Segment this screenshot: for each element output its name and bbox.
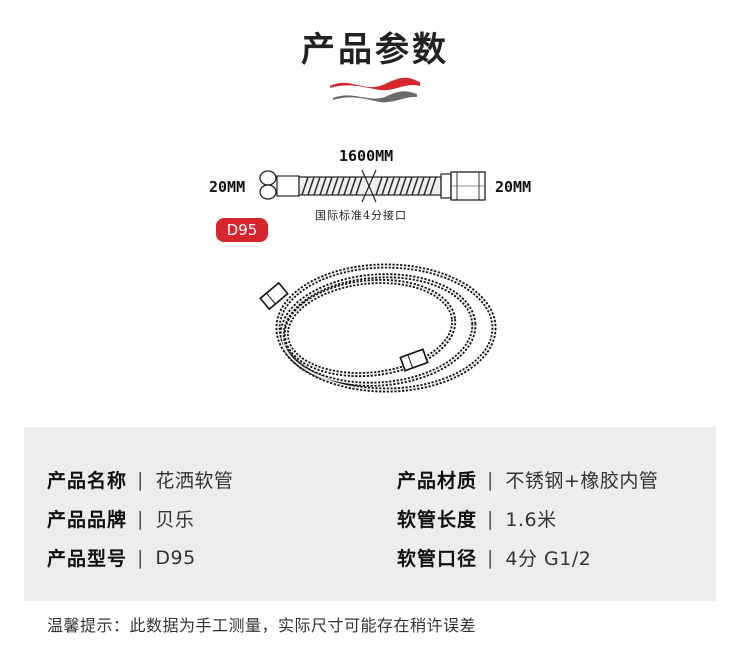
- spec-row-material: 产品材质 | 不锈钢+橡胶内管: [397, 460, 658, 499]
- spec-key: 软管长度: [397, 509, 478, 531]
- spec-separator: |: [137, 507, 144, 530]
- hose-dimension-diagram: 1600MM 20MM 20MM: [190, 140, 570, 260]
- spec-value: 不锈钢+橡胶内管: [505, 470, 659, 492]
- spec-value: D95: [155, 546, 196, 569]
- hose-length-label: 1600MM: [339, 147, 394, 165]
- spec-value: 贝乐: [155, 509, 195, 531]
- spec-key: 软管口径: [397, 548, 478, 570]
- straight-hose-drawing: [259, 169, 486, 203]
- spec-separator: |: [487, 468, 494, 491]
- left-end-label: 20MM: [209, 178, 246, 196]
- model-badge: D95: [216, 218, 268, 242]
- spec-key: 产品名称: [47, 470, 128, 492]
- spec-value: 1.6米: [505, 509, 557, 531]
- coiled-hose-image: [259, 263, 497, 393]
- spec-row-model: 产品型号 | D95: [47, 538, 233, 577]
- spec-value: 4分 G1/2: [505, 548, 592, 570]
- spec-value: 花洒软管: [155, 470, 234, 492]
- right-end-label: 20MM: [495, 178, 532, 196]
- spec-row-hose-caliber: 软管口径 | 4分 G1/2: [397, 538, 658, 577]
- spec-row-product-name: 产品名称 | 花洒软管: [47, 460, 233, 499]
- spec-key: 产品品牌: [47, 509, 128, 531]
- spec-separator: |: [137, 546, 144, 569]
- spec-separator: |: [137, 468, 144, 491]
- spec-column-left: 产品名称 | 花洒软管 产品品牌 | 贝乐 产品型号 | D95: [47, 460, 233, 577]
- spec-row-brand: 产品品牌 | 贝乐: [47, 499, 233, 538]
- spec-row-hose-length: 软管长度 | 1.6米: [397, 499, 658, 538]
- spec-separator: |: [487, 507, 494, 530]
- measurement-disclaimer: 温馨提示：此数据为手工测量，实际尺寸可能存在稍许误差: [47, 616, 477, 635]
- interface-note: 国际标准4分接口: [315, 209, 407, 222]
- spec-separator: |: [487, 546, 494, 569]
- spec-column-right: 产品材质 | 不锈钢+橡胶内管 软管长度 | 1.6米 软管口径 | 4分 G1…: [397, 460, 658, 577]
- spec-key: 产品材质: [397, 470, 478, 492]
- page-title: 产品参数: [301, 30, 449, 70]
- spec-panel: 产品名称 | 花洒软管 产品品牌 | 贝乐 产品型号 | D95 产品材质 | …: [24, 427, 716, 601]
- spec-key: 产品型号: [47, 548, 128, 570]
- wave-divider-icon: [330, 77, 420, 103]
